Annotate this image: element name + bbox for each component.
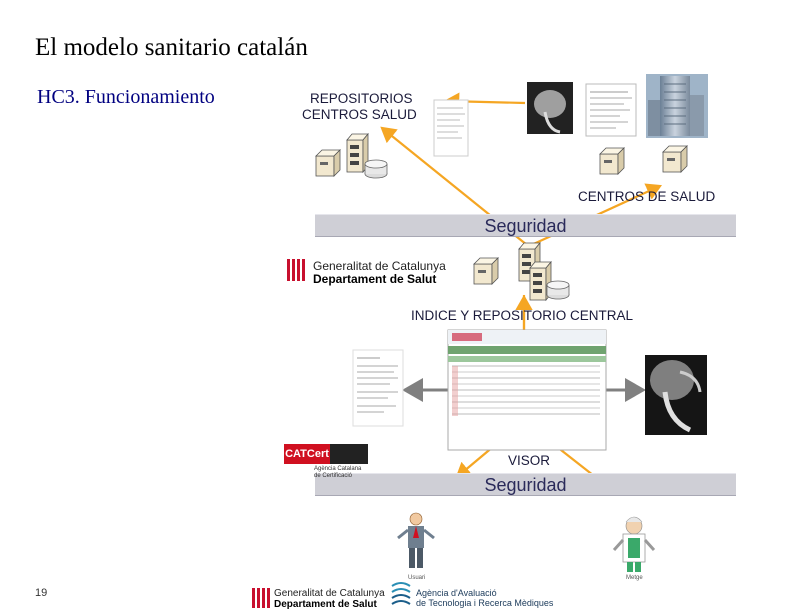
health-center-servers-icon — [599, 145, 688, 175]
gencat-line1: Generalitat de Catalunya — [313, 259, 446, 273]
catcert-side-block — [330, 444, 368, 464]
security-bar-top-label: Seguridad — [484, 216, 567, 236]
doctor-figure-icon — [612, 516, 656, 572]
document-top-image — [585, 83, 637, 137]
user-figure-icon — [397, 512, 435, 568]
slide-title: El modelo sanitario catalán — [35, 34, 308, 61]
user-label: Usuari — [408, 575, 426, 581]
label-visor: VISOR — [508, 453, 551, 468]
page-number: 19 — [35, 587, 48, 599]
gencat-flag-bottom-icon — [252, 588, 270, 608]
hospital-building-image — [646, 74, 708, 138]
label-centros-salud-repo: CENTROS SALUD — [302, 107, 417, 122]
security-bar-top: Seguridad — [315, 214, 736, 237]
xray-right-image — [645, 355, 707, 435]
report-document-image — [352, 349, 404, 427]
xray-top-image — [527, 82, 573, 134]
aatrm-line1: Agència d'Avaluació — [416, 588, 497, 598]
security-bar-bottom: Seguridad — [315, 473, 736, 496]
catcert-line2: de Certificació — [314, 473, 353, 479]
central-servers-icon — [473, 242, 570, 301]
security-bar-bottom-label: Seguridad — [484, 475, 567, 495]
repository-documents-image — [433, 99, 469, 157]
doctor-label: Metge — [626, 575, 643, 581]
label-repositorios: REPOSITORIOS — [310, 91, 413, 106]
catcert-line1: Agència Catalana — [314, 466, 362, 472]
slide-subtitle: HC3. Funcionamiento — [37, 86, 215, 108]
catcert-brand: CATCert — [284, 444, 330, 464]
gencat-bottom-line1: Generalitat de Catalunya — [274, 588, 385, 599]
gencat-line2: Departament de Salut — [313, 272, 437, 286]
aatrm-mark-icon — [391, 582, 411, 605]
viewer-screenshot-image — [447, 329, 607, 451]
aatrm-line2: de Tecnologia i Recerca Mèdiques — [416, 598, 554, 608]
label-centros-de-salud: CENTROS DE SALUD — [578, 189, 716, 204]
catcert-logo: CATCert Agència Catalana de Certificació — [284, 444, 368, 500]
gencat-flag-icon — [287, 259, 307, 281]
gencat-bottom-line2: Departament de Salut — [274, 599, 377, 610]
label-indice-repositorio: INDICE Y REPOSITORIO CENTRAL — [411, 308, 634, 323]
repository-servers-icon — [315, 133, 388, 179]
